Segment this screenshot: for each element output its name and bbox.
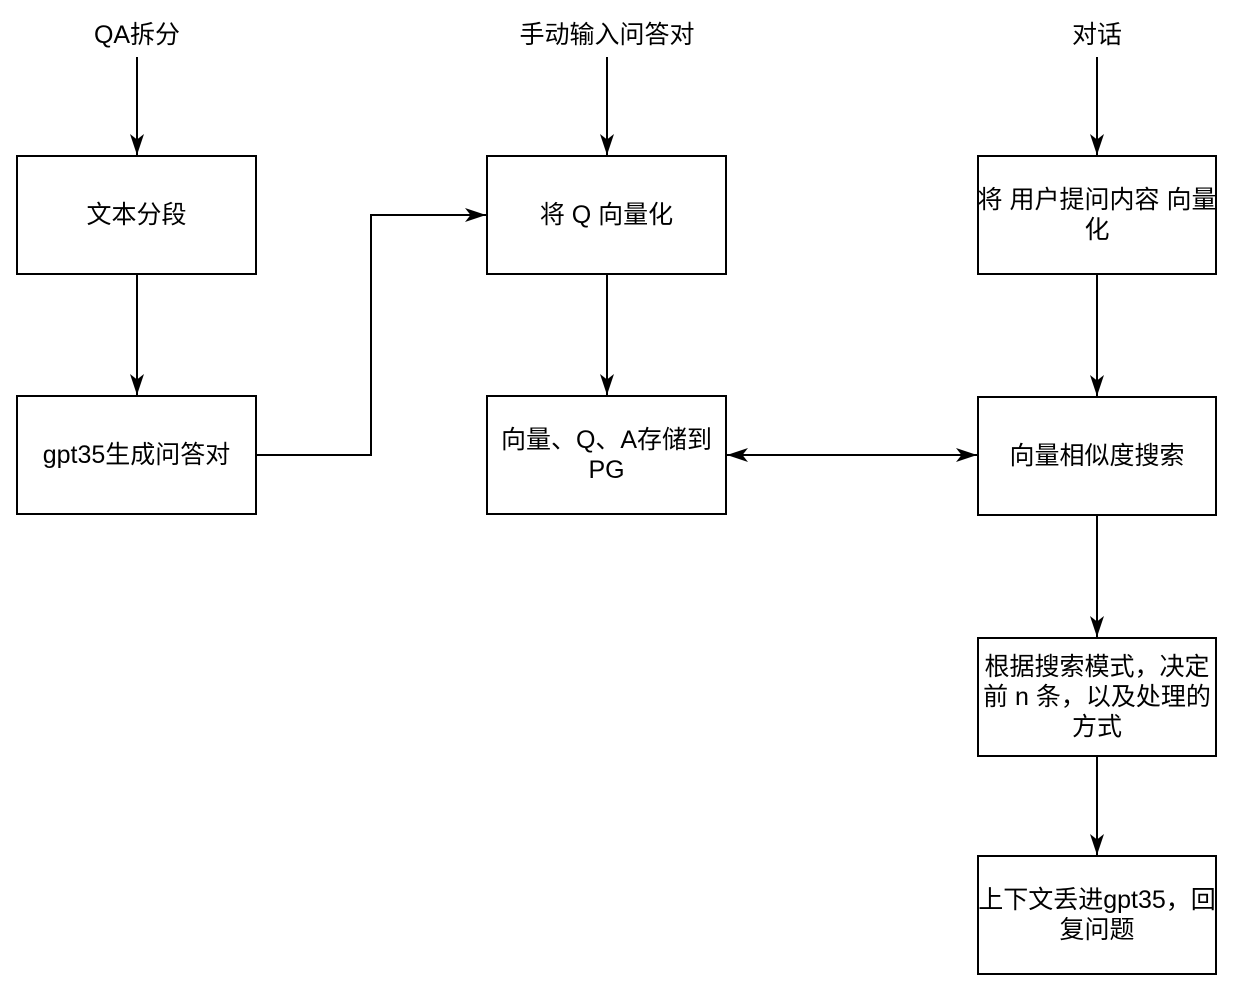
node-label-store-vectors-to-pg: 向量、Q、A存储到PG [500, 426, 713, 484]
node-vectorize-user-question: 将 用户提问内容 向量化 [977, 155, 1217, 275]
edge-gpt35-generate-qa-to-vectorize-q [257, 208, 486, 456]
node-label-vectorize-q: 将 Q 向量化 [539, 201, 674, 229]
node-label-search-mode-top-n: 根据搜索模式，决定前 n 条，以及处理的方式 [983, 653, 1211, 741]
node-label-vector-similarity-search: 向量相似度搜索 [1009, 442, 1185, 470]
node-text-segmentation: 文本分段 [16, 155, 257, 275]
node-store-vectors-to-pg: 向量、Q、A存储到PG [486, 395, 727, 515]
node-label-vectorize-user-question: 将 用户提问内容 向量化 [977, 186, 1217, 244]
entry-label-manual-qa-input: 手动输入问答对 [519, 21, 695, 49]
entry-label-qa-split: QA拆分 [93, 21, 181, 49]
entry-label-conversation: 对话 [1071, 21, 1123, 49]
node-label-text-segmentation: 文本分段 [86, 201, 187, 229]
node-label-gpt35-answer: 上下文丢进gpt35，回复问题 [978, 886, 1216, 944]
node-vectorize-q: 将 Q 向量化 [486, 155, 727, 275]
node-label-gpt35-generate-qa: gpt35生成问答对 [42, 441, 231, 469]
node-search-mode-top-n: 根据搜索模式，决定前 n 条，以及处理的方式 [977, 637, 1217, 757]
node-gpt35-generate-qa: gpt35生成问答对 [16, 395, 257, 515]
node-gpt35-answer: 上下文丢进gpt35，回复问题 [977, 855, 1217, 975]
node-vector-similarity-search: 向量相似度搜索 [977, 396, 1217, 516]
